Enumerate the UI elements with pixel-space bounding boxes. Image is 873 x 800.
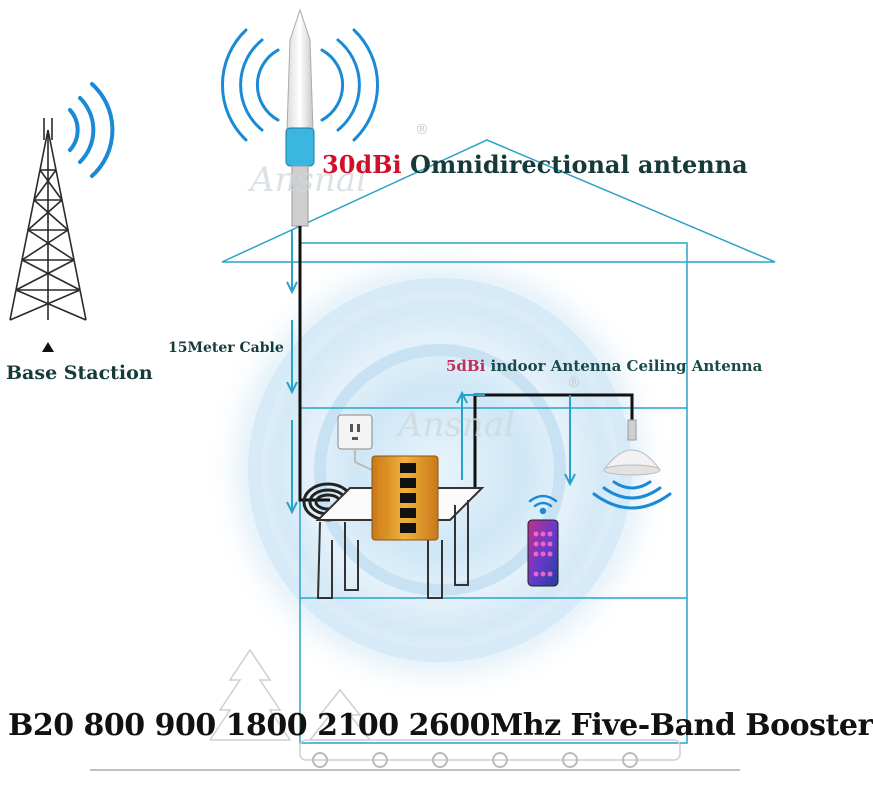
triangle-marker-icon	[42, 342, 54, 352]
watermark-logo: Ansnal	[398, 405, 515, 445]
omni-antenna-icon	[285, 8, 315, 227]
power-socket-icon	[337, 414, 373, 450]
registered-mark: ®	[415, 122, 429, 138]
product-headline: B20 800 900 1800 2100 2600Mhz Five-Band …	[8, 708, 873, 743]
indoor-antenna-label: 5dBi indoor Antenna Ceiling Antenna	[446, 357, 762, 375]
antenna-signal-waves	[221, 28, 379, 142]
signal-arrows	[286, 230, 576, 515]
signal-glow	[205, 235, 675, 705]
registered-mark: ®	[567, 375, 581, 391]
wheel-row	[312, 752, 638, 768]
booster-diagram: Ansnal Ansnal ® ® 30dBi Omnidirectional …	[6, 8, 873, 771]
power-cord	[354, 449, 373, 471]
diagram-artwork	[9, 8, 776, 771]
smartphone-icon	[527, 519, 559, 587]
booster-device-icon	[371, 455, 439, 541]
watermark-logo: Ansnal	[250, 160, 367, 200]
cable-label: 15Meter Cable	[168, 340, 284, 356]
outdoor-antenna-gain: 30dBi	[322, 150, 402, 179]
indoor-antenna-description: indoor Antenna Ceiling Antenna	[490, 357, 763, 375]
outdoor-antenna-label: 30dBi Omnidirectional antenna	[322, 150, 748, 179]
base-station-label: Base Staction	[6, 362, 153, 384]
ceiling-signal-waves	[592, 480, 672, 510]
tower-icon	[9, 118, 87, 321]
wifi-icon	[528, 494, 558, 515]
tower-signal-waves	[68, 82, 115, 178]
ground-decoration	[209, 648, 681, 761]
outdoor-antenna-description: Omnidirectional antenna	[409, 150, 748, 179]
ceiling-antenna-icon	[603, 419, 661, 476]
indoor-antenna-gain: 5dBi	[446, 357, 486, 375]
signal-ring	[314, 344, 566, 596]
